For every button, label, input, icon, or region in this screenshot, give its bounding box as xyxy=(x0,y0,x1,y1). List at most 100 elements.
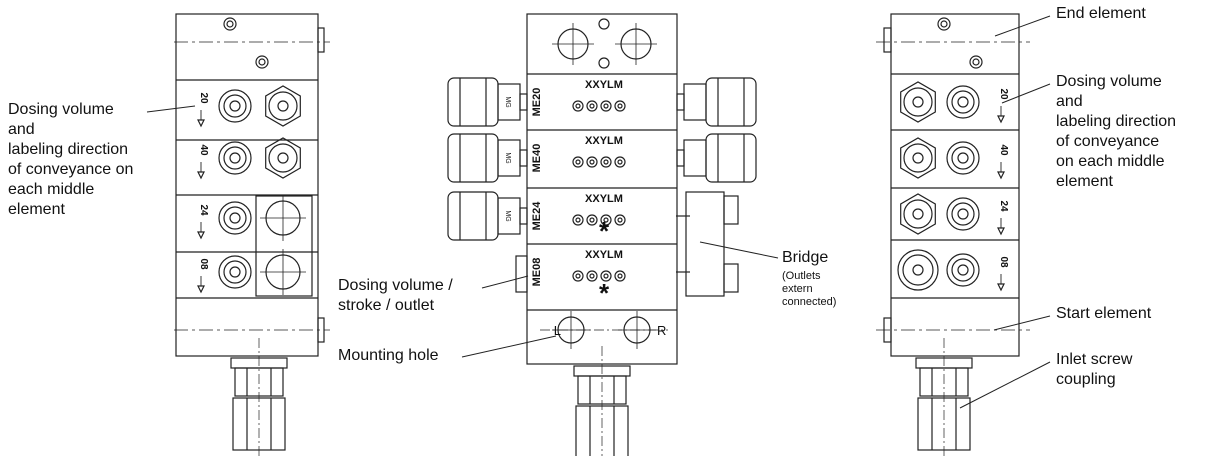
bridge-note-line-3: connected) xyxy=(782,296,837,308)
left-outlet-1-core xyxy=(229,152,241,164)
left-hexplug-1-hex xyxy=(265,137,301,179)
center-dot-core-2-1 xyxy=(589,217,595,223)
inlet-line-1: Inlet screw xyxy=(1056,351,1133,368)
right-hexplug-2-hex xyxy=(900,193,936,235)
inlet-line-2: coupling xyxy=(1056,371,1116,388)
center-right-fitting-neck-1 xyxy=(683,139,707,177)
leader-right-dosing xyxy=(1001,83,1051,104)
center-dot-core-1-2 xyxy=(603,159,609,165)
center-marking-2: XXYLM xyxy=(585,193,623,205)
right-hexplug-2-core xyxy=(912,208,924,220)
center-view-distributor: XXYLMME20MGXXYLMME40MGXXYLMME24MGXXYLMME… xyxy=(447,13,757,456)
right-outlet-2-core xyxy=(957,208,969,220)
center-left-fitting-stub-2 xyxy=(519,207,528,225)
center-dot-2-0 xyxy=(572,214,584,226)
right-outlet-0-outer xyxy=(946,85,980,119)
left-hexplug-1-ring xyxy=(268,143,298,173)
leader-dosing-stroke xyxy=(481,275,529,289)
right-volume-2: 24 xyxy=(998,200,1009,212)
leader-start-element xyxy=(993,315,1051,331)
right-arrow-2-head xyxy=(997,227,1005,236)
center-left-plug xyxy=(515,255,528,293)
left-dosing-line-5: each middle xyxy=(8,181,95,198)
left-bridge-plate xyxy=(255,195,313,297)
center-dot-core-0-2 xyxy=(603,103,609,109)
center-dot-1-2 xyxy=(600,156,612,168)
right-arrow-3-head xyxy=(997,283,1005,292)
right-hexplug-1-ring xyxy=(903,143,933,173)
bridge-label: Bridge xyxy=(782,249,829,266)
center-right-fitting-neck-0 xyxy=(683,83,707,121)
center-dot-core-0-1 xyxy=(589,103,595,109)
start-element-label: Start element xyxy=(1056,305,1152,322)
center-dot-core-1-0 xyxy=(575,159,581,165)
right-dosing-line-1: Dosing volume xyxy=(1056,73,1162,90)
center-dot-core-3-1 xyxy=(589,273,595,279)
right-arrow-0-head xyxy=(997,115,1005,124)
center-bridge-body xyxy=(685,191,725,297)
left-dosing-label: Dosing volume and labeling direction of … xyxy=(8,100,133,220)
center-left-fitting-stub-1 xyxy=(519,149,528,167)
left-hexplug-0-ring xyxy=(268,91,298,121)
left-outlet-0-outer xyxy=(218,89,252,123)
center-marking-3: XXYLM xyxy=(585,249,623,261)
center-dot-core-3-2 xyxy=(603,273,609,279)
right-volume-0: 20 xyxy=(998,88,1009,100)
left-arrow-1-head xyxy=(197,171,205,180)
left-end-screw xyxy=(223,17,237,31)
center-dot-1-1 xyxy=(586,156,598,168)
left-outlet-2-core xyxy=(229,212,241,224)
left-dosing-line-1: Dosing volume xyxy=(8,101,114,118)
center-left-fitting-text-0: MG xyxy=(504,96,511,107)
center-dot-1-3 xyxy=(614,156,626,168)
right-hexplug-1-core xyxy=(912,152,924,164)
center-marking-0: XXYLM xyxy=(585,79,623,91)
right-body xyxy=(890,13,1020,357)
left-outlet-1-inner xyxy=(223,146,247,170)
center-dot-3-1 xyxy=(586,270,598,282)
right-outlet-1-inner xyxy=(951,146,975,170)
right-hexplug-0-hex xyxy=(900,81,936,123)
bridge-note-line-2: extern xyxy=(782,283,813,295)
center-left-fitting-body-0 xyxy=(447,77,499,127)
left-hexplug-1-core xyxy=(277,152,289,164)
leader-mounting-hole xyxy=(461,335,557,358)
leader-lines xyxy=(146,15,1051,409)
right-outlet-3-outer xyxy=(946,253,980,287)
center-dot-core-3-0 xyxy=(575,273,581,279)
left-dosing-line-2: and xyxy=(8,121,35,138)
left-hexplug-0-core xyxy=(277,100,289,112)
leader-left-dosing xyxy=(146,105,196,113)
center-code-3: ME08 xyxy=(531,258,543,287)
leader-end-element xyxy=(994,15,1051,37)
center-dot-core-2-0 xyxy=(575,217,581,223)
right-outlet-0-core xyxy=(957,96,969,108)
right-end-tab xyxy=(883,27,892,53)
right-outlet-1-core xyxy=(957,152,969,164)
right-outlet-3-core xyxy=(957,264,969,276)
right-outlet-0-inner xyxy=(951,90,975,114)
left-top-screw xyxy=(255,55,269,69)
left-outlet-3-core xyxy=(229,266,241,278)
right-volume-3: 08 xyxy=(998,256,1009,268)
center-dot-2-1 xyxy=(586,214,598,226)
left-dosing-line-6: element xyxy=(8,201,65,218)
right-dosing-label: Dosing volume and labeling direction of … xyxy=(1056,72,1176,192)
left-outlet-3-outer xyxy=(218,255,252,289)
dosing-stroke-line-2: stroke / outlet xyxy=(338,297,435,314)
right-hexplug-2-ring xyxy=(903,199,933,229)
left-outlet-2-inner xyxy=(223,206,247,230)
left-top-screw-inner xyxy=(258,58,266,66)
center-bridge-cap-bottom xyxy=(723,263,739,293)
center-dot-3-3 xyxy=(614,270,626,282)
center-asterisk-bottom: * xyxy=(599,278,610,308)
center-left-fitting-text-2: MG xyxy=(504,210,511,221)
left-outlet-2-outer xyxy=(218,201,252,235)
center-dot-core-0-0 xyxy=(575,103,581,109)
right-plug-core xyxy=(912,264,924,276)
center-dot-3-2 xyxy=(600,270,612,282)
right-hexplug-0-ring xyxy=(903,87,933,117)
center-bridge-cap-top xyxy=(723,195,739,225)
right-dosing-line-5: on each middle xyxy=(1056,153,1165,170)
